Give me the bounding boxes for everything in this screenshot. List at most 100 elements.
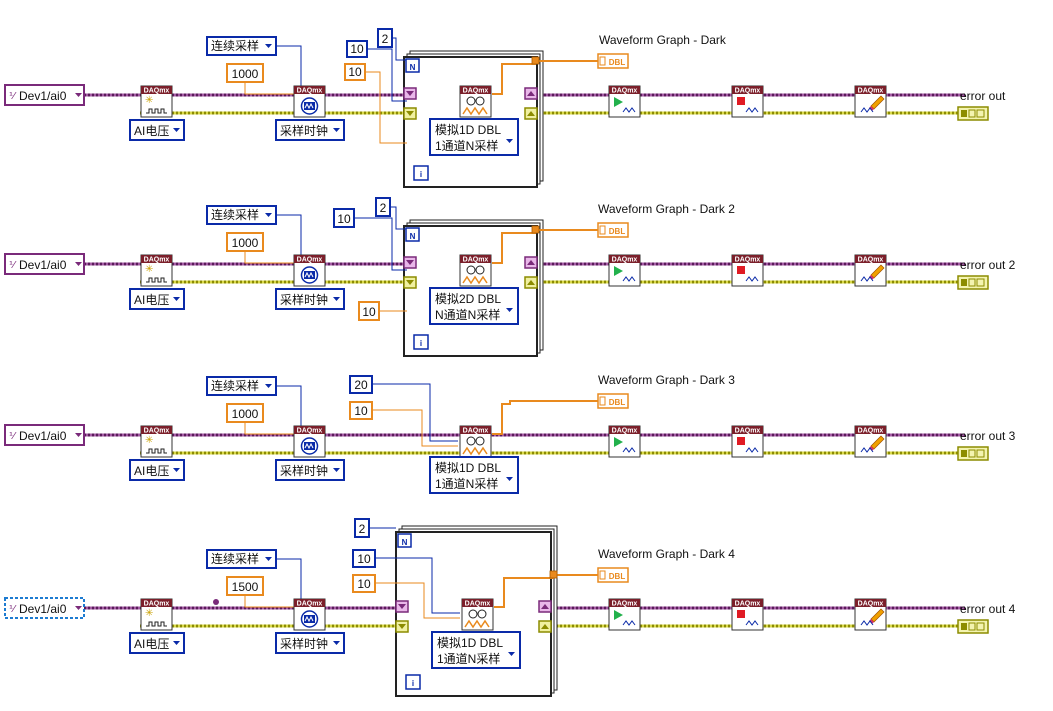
waveform-graph-terminal[interactable]: DBL bbox=[597, 567, 629, 583]
daqmx-badge bbox=[731, 254, 764, 287]
daqmx-stop-task-vi[interactable] bbox=[731, 425, 764, 458]
daqmx-clear-task-vi[interactable] bbox=[854, 425, 887, 458]
dropdown-arrow-icon[interactable] bbox=[75, 93, 82, 97]
samples-per-channel-constant[interactable]: 10 bbox=[352, 549, 376, 568]
read-mode-box bbox=[429, 456, 519, 494]
timeout-constant[interactable]: 10 bbox=[349, 401, 373, 420]
waveform-graph-terminal[interactable]: DBL bbox=[597, 53, 629, 69]
timeout-constant[interactable]: 10 bbox=[344, 63, 366, 81]
dropdown-arrow-icon[interactable] bbox=[173, 128, 180, 132]
dropdown-arrow-icon[interactable] bbox=[508, 652, 515, 656]
dropdown-arrow-icon[interactable] bbox=[75, 433, 82, 437]
samples-per-channel-constant[interactable]: 10 bbox=[333, 208, 355, 228]
pulse-train-icon bbox=[146, 621, 167, 627]
daqmx-stop-task-vi[interactable] bbox=[731, 85, 764, 118]
daqmx-timing-vi[interactable] bbox=[293, 425, 326, 458]
samples-per-channel-constant[interactable]: 10 bbox=[346, 40, 368, 58]
samples-per-channel-constant[interactable]: 20 bbox=[349, 375, 373, 394]
timing-type-selector[interactable]: 采样时钟 bbox=[275, 632, 345, 654]
loop-count-terminal[interactable]: N bbox=[405, 227, 420, 242]
dropdown-arrow-icon[interactable] bbox=[506, 139, 513, 143]
loop-count-terminal[interactable]: N bbox=[405, 58, 420, 73]
loop-count-constant[interactable]: 2 bbox=[375, 197, 391, 217]
sample-rate-constant[interactable]: 1500 bbox=[226, 576, 264, 596]
glasses-left-icon bbox=[466, 96, 476, 106]
daqmx-clear-task-vi[interactable] bbox=[854, 598, 887, 631]
daqmx-read-vi[interactable] bbox=[461, 598, 494, 631]
clock-wave-icon bbox=[304, 615, 314, 623]
dropdown-arrow-icon[interactable] bbox=[333, 468, 340, 472]
error-out-indicator[interactable] bbox=[957, 619, 989, 634]
daqmx-stop-task-vi[interactable] bbox=[731, 254, 764, 287]
physical-channel-control[interactable]: ⅟Dev1/ai0 bbox=[4, 597, 85, 619]
error-out-indicator[interactable] bbox=[957, 106, 989, 121]
sample-mode-selector[interactable]: 连续采样 bbox=[206, 549, 277, 569]
sample-mode-selector[interactable]: 连续采样 bbox=[206, 205, 277, 225]
loop-count-terminal[interactable]: N bbox=[397, 533, 412, 548]
physical-channel-control[interactable]: ⅟Dev1/ai0 bbox=[4, 424, 85, 446]
dropdown-arrow-icon[interactable] bbox=[506, 308, 513, 312]
sample-rate-constant[interactable]: 1000 bbox=[226, 63, 264, 83]
dropdown-arrow-icon[interactable] bbox=[173, 297, 180, 301]
dropdown-arrow-icon[interactable] bbox=[75, 262, 82, 266]
timing-type-selector[interactable]: 采样时钟 bbox=[275, 459, 345, 481]
waveform-graph-terminal[interactable]: DBL bbox=[597, 222, 629, 238]
daqmx-create-channel-vi[interactable]: ✳ bbox=[140, 425, 173, 458]
error-wire bbox=[140, 280, 960, 284]
daqmx-read-vi[interactable] bbox=[459, 425, 492, 458]
daqmx-timing-vi[interactable] bbox=[293, 254, 326, 287]
daqmx-clear-task-vi[interactable] bbox=[854, 254, 887, 287]
daqmx-stop-task-vi[interactable] bbox=[731, 598, 764, 631]
timing-type-selector[interactable]: 采样时钟 bbox=[275, 119, 345, 141]
dropdown-arrow-icon[interactable] bbox=[173, 641, 180, 645]
daqmx-clear-task-vi[interactable] bbox=[854, 85, 887, 118]
sample-mode-selector[interactable]: 连续采样 bbox=[206, 36, 277, 56]
daqmx-read-vi[interactable] bbox=[459, 254, 492, 287]
dropdown-arrow-icon[interactable] bbox=[265, 44, 272, 48]
daqmx-start-task-vi[interactable] bbox=[608, 85, 641, 118]
sample-mode-selector[interactable]: 连续采样 bbox=[206, 376, 277, 396]
timeout-constant[interactable]: 10 bbox=[358, 301, 380, 321]
physical-channel-control[interactable]: ⅟Dev1/ai0 bbox=[4, 84, 85, 106]
waveform-graph-terminal[interactable]: DBL bbox=[597, 393, 629, 409]
daqmx-read-vi[interactable] bbox=[459, 85, 492, 118]
dropdown-arrow-icon[interactable] bbox=[265, 557, 272, 561]
dropdown-arrow-icon[interactable] bbox=[265, 384, 272, 388]
sample-rate-constant-value: 1000 bbox=[232, 236, 259, 250]
dropdown-arrow-icon[interactable] bbox=[173, 468, 180, 472]
timing-type-selector[interactable]: 采样时钟 bbox=[275, 288, 345, 310]
timeout-constant[interactable]: 10 bbox=[352, 574, 376, 593]
dropdown-arrow-icon[interactable] bbox=[333, 641, 340, 645]
dropdown-arrow-icon[interactable] bbox=[506, 477, 513, 481]
daqmx-create-channel-vi[interactable]: ✳ bbox=[140, 598, 173, 631]
task-wire bbox=[84, 433, 965, 437]
daqmx-timing-vi[interactable] bbox=[293, 598, 326, 631]
dropdown-arrow-icon[interactable] bbox=[265, 213, 272, 217]
ai-voltage-selector[interactable]: AI电压 bbox=[129, 288, 185, 310]
dropdown-arrow-icon[interactable] bbox=[333, 128, 340, 132]
error-out-indicator[interactable] bbox=[957, 446, 989, 461]
daqmx-start-task-vi[interactable] bbox=[608, 598, 641, 631]
shift-arrow-icon bbox=[406, 260, 414, 265]
physical-channel-control[interactable]: ⅟Dev1/ai0 bbox=[4, 253, 85, 275]
sample-rate-constant[interactable]: 1000 bbox=[226, 403, 264, 423]
daqmx-create-channel-vi[interactable]: ✳ bbox=[140, 85, 173, 118]
sample-rate-constant[interactable]: 1000 bbox=[226, 232, 264, 252]
daqmx-start-task-vi[interactable] bbox=[608, 254, 641, 287]
physical-channel-control-box bbox=[4, 424, 85, 446]
dropdown-arrow-icon[interactable] bbox=[75, 606, 82, 610]
dropdown-arrow-icon[interactable] bbox=[333, 297, 340, 301]
error-out-indicator[interactable] bbox=[957, 275, 989, 290]
ai-voltage-selector[interactable]: AI电压 bbox=[129, 459, 185, 481]
daqmx-create-channel-vi[interactable]: ✳ bbox=[140, 254, 173, 287]
ai-voltage-selector[interactable]: AI电压 bbox=[129, 632, 185, 654]
loop-count-constant[interactable]: 2 bbox=[377, 28, 393, 48]
daqmx-start-task-vi[interactable] bbox=[608, 425, 641, 458]
daqmx-timing-vi[interactable] bbox=[293, 85, 326, 118]
ai-voltage-selector[interactable]: AI电压 bbox=[129, 119, 185, 141]
loop-count-constant[interactable]: 2 bbox=[354, 518, 370, 538]
